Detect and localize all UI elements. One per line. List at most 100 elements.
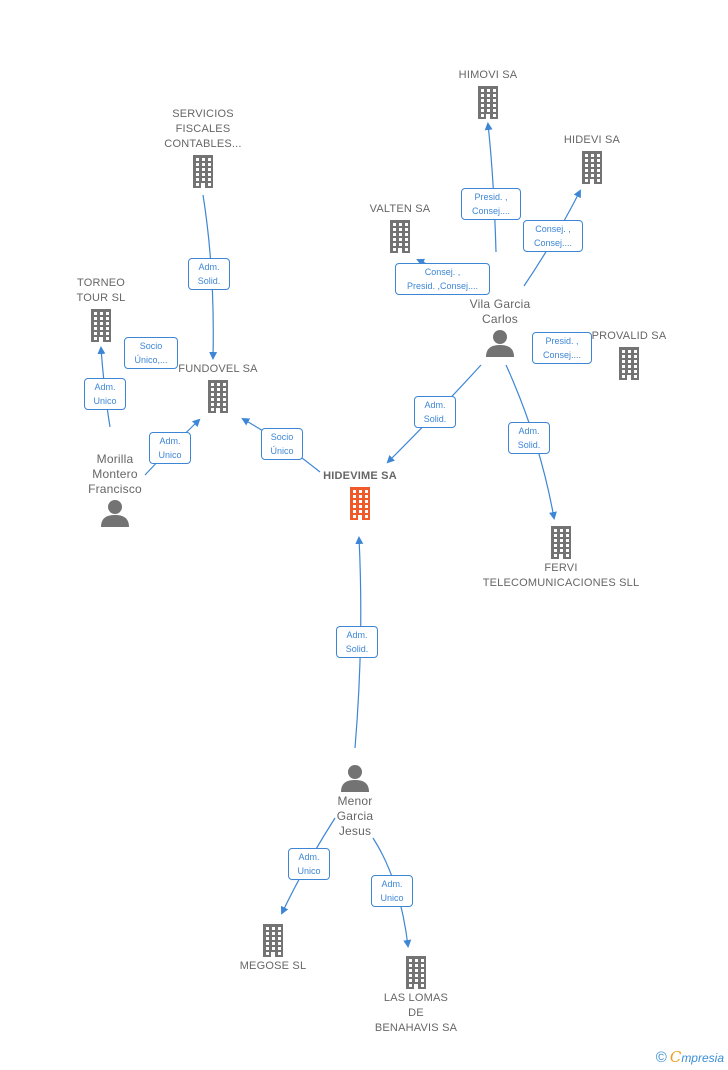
role-label-line: Presid. ,Consej.... (406, 281, 479, 291)
role-label[interactable]: Adm. Solid. (414, 396, 456, 428)
node-label-line: VALTEN SA (369, 203, 431, 215)
role-label[interactable]: Adm.Solid. (336, 626, 378, 658)
node-label: FUNDOVEL SA (138, 362, 298, 377)
person-icon (101, 500, 129, 527)
node-hidevime[interactable]: HIDEVIME SA (280, 469, 440, 522)
brand-name: mpresia (681, 1051, 724, 1065)
role-label-line: Solid. (517, 440, 541, 450)
role-label-line: Adm. (381, 879, 403, 889)
role-label[interactable]: Adm. Unico (288, 848, 330, 880)
brand-initial: C (669, 1048, 682, 1066)
node-label-line: Garcia (336, 809, 374, 823)
node-label-line: HIDEVIME SA (323, 470, 397, 482)
brand-logo[interactable]: ©Cmpresia (656, 1048, 724, 1066)
role-label[interactable]: Adm. Unico (84, 378, 126, 410)
role-label-line: Adm. (424, 400, 446, 410)
node-label-line: Morilla (96, 452, 134, 466)
role-label[interactable]: Consej. , Presid. ,Consej.... (395, 263, 490, 295)
role-label-line: Adm. (518, 426, 540, 436)
role-label-line: Consej.... (533, 238, 573, 248)
role-label-line: Presid. , (545, 336, 579, 346)
node-fundovel[interactable]: FUNDOVEL SA (138, 362, 298, 415)
role-label-line: Unico (297, 866, 321, 876)
role-label-line: Unico (158, 450, 182, 460)
role-label[interactable]: Adm. Solid. (188, 258, 230, 290)
node-label-line: FISCALES (175, 123, 231, 135)
role-label[interactable]: Presid. , Consej.... (461, 188, 521, 220)
role-label-line: Único,... (134, 355, 168, 365)
node-label-line: Montero (92, 467, 138, 481)
role-label-line: Consej.... (542, 350, 582, 360)
node-label: HIDEVIME SA (280, 469, 440, 484)
role-label-line: Unico (380, 893, 404, 903)
node-label-line: PROVALID SA (591, 330, 667, 342)
role-label-line: Presid. , (474, 192, 508, 202)
node-label-line: TELECOMUNICACIONES SLL (482, 577, 640, 589)
building-icon (619, 347, 639, 380)
role-label[interactable]: Adm. Unico (371, 875, 413, 907)
role-label[interactable]: Consej. ,Consej.... (523, 220, 583, 252)
copyright-icon: © (655, 1049, 667, 1066)
building-icon (390, 220, 410, 253)
role-label[interactable]: Adm. Unico (149, 432, 191, 464)
role-label-line: Socio (139, 341, 163, 351)
node-valten[interactable]: VALTEN SA (320, 202, 480, 255)
node-label: VALTEN SA (320, 202, 480, 217)
role-label[interactable]: Adm. Solid. (508, 422, 550, 454)
building-icon (91, 309, 111, 342)
node-servicios[interactable]: SERVICIOS FISCALES CONTABLES... (123, 107, 283, 190)
node-label-line: CONTABLES... (164, 138, 242, 150)
node-label-line: BENAHAVIS SA (374, 1022, 458, 1034)
node-megose[interactable]: MEGOSE SL (193, 921, 353, 974)
node-hidevi[interactable]: HIDEVI SA (512, 133, 672, 186)
node-label-line: SERVICIOS (172, 108, 234, 120)
role-label-line: Adm. (94, 382, 116, 392)
node-label-line: DE (408, 1007, 424, 1019)
node-label-line: Francisco (88, 482, 142, 496)
role-label-line: Consej.... (471, 206, 511, 216)
node-provalid[interactable]: PROVALID SA (549, 329, 709, 382)
role-label-line: Adm. (298, 852, 320, 862)
node-label-line: TORNEO (76, 277, 126, 289)
person-icon (341, 765, 369, 792)
node-label-line: LAS LOMAS (383, 992, 449, 1004)
edge-1 (484, 122, 497, 253)
role-label-line: Adm. (159, 436, 181, 446)
role-label-line: Socio (270, 432, 294, 442)
person-icon (486, 330, 514, 357)
role-label-line: Unico (93, 396, 117, 406)
role-label-line: Adm. (198, 262, 220, 272)
node-himovi[interactable]: HIMOVI SA (408, 68, 568, 121)
node-label-line: MEGOSE SL (239, 960, 307, 972)
node-label-line: HIMOVI SA (458, 69, 518, 81)
building-icon (208, 380, 228, 413)
building-icon (551, 526, 571, 559)
node-label-line: Vila Garcia (469, 297, 531, 311)
role-label-line: Solid. (197, 276, 221, 286)
role-label[interactable]: Presid. , Consej.... (532, 332, 592, 364)
node-laslomas[interactable]: LAS LOMAS DE BENAHAVIS SA (336, 953, 496, 1036)
node-label: PROVALID SA (549, 329, 709, 344)
building-icon (478, 86, 498, 119)
role-label-line: Consej. , (424, 267, 461, 277)
role-label-line: Solid. (423, 414, 447, 424)
role-label-line: Único (270, 446, 294, 456)
node-label: LAS LOMAS DE BENAHAVIS SA (336, 991, 496, 1036)
node-label: SERVICIOS FISCALES CONTABLES... (123, 107, 283, 152)
role-label-line: Adm. (346, 630, 368, 640)
building-icon (193, 155, 213, 188)
node-label-line: HIDEVI SA (563, 134, 621, 146)
building-icon (582, 151, 602, 184)
